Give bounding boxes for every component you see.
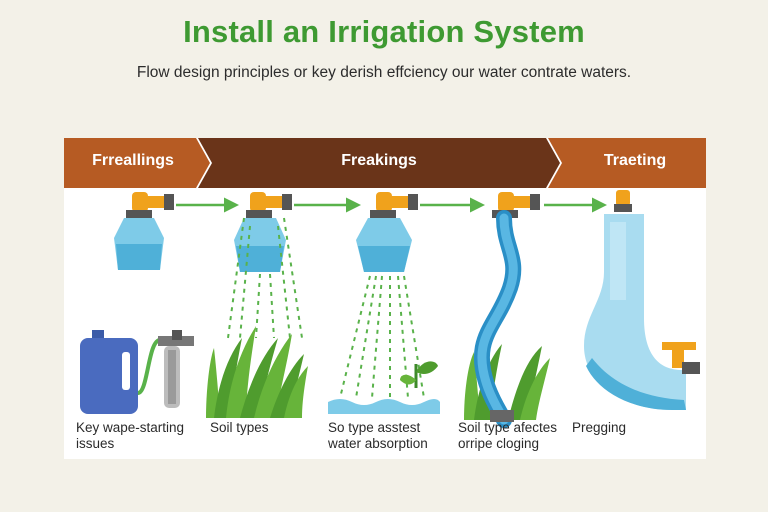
stage-banner [64, 138, 706, 188]
sprinkler-3-icon [356, 192, 418, 272]
page-title: Install an Irrigation System [183, 14, 585, 49]
irrigation-illustration [80, 190, 700, 428]
stage-3-segment [548, 138, 706, 188]
stage-2-label: Freakings [341, 152, 417, 169]
diagram-panel: Frreallings Freakings Traeting [64, 138, 706, 459]
sprout-icon [400, 361, 438, 388]
caption-stage-1: Key wape-starting issues [76, 420, 185, 451]
page-subtitle: Flow design principles or key derish eff… [136, 64, 632, 81]
grass-2-icon [206, 326, 308, 418]
stage-1-segment [64, 138, 210, 188]
faucet-icon [662, 342, 700, 374]
drip-hose-icon [473, 210, 522, 428]
caption-stage-4: Soil type afectes orripe cloging [458, 420, 558, 451]
hose-filter-icon [136, 330, 194, 408]
caption-stage-5: Pregging [572, 420, 627, 435]
water-pool-icon [328, 399, 440, 414]
caption-stage-2: Soil types [210, 420, 269, 435]
sprinkler-2-icon [234, 192, 292, 272]
stage-2-segment [198, 138, 560, 188]
stage-1-label: Frreallings [92, 152, 174, 169]
water-spray-2 [227, 217, 303, 339]
large-pipe-icon [584, 190, 686, 410]
caption-stage-3: So type asstest water absorption [328, 420, 428, 451]
sprinkler-1-icon [114, 192, 174, 270]
stage-3-label: Traeting [603, 152, 667, 169]
water-jug-icon [80, 330, 138, 414]
